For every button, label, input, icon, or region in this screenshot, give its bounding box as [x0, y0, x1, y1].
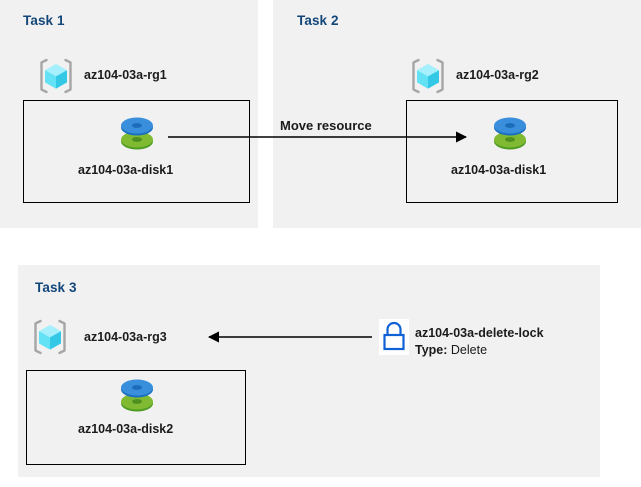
resource-group-icon	[37, 57, 75, 95]
resource-group-icon	[31, 318, 69, 356]
lock-icon	[379, 319, 409, 355]
delete-lock-type-key: Type:	[415, 343, 448, 357]
delete-lock-label: az104-03a-delete-lock	[415, 326, 544, 340]
delete-lock-type: Type: Delete	[415, 343, 487, 357]
task-2-title: Task 2	[297, 13, 339, 28]
task-2-resource-box	[406, 100, 618, 203]
task-3-resource-label: az104-03a-disk2	[78, 422, 174, 436]
move-resource-label: Move resource	[280, 118, 372, 133]
resource-group-icon	[409, 57, 447, 95]
task-3-title: Task 3	[35, 280, 77, 295]
task-1-resource-box	[23, 100, 250, 203]
delete-lock-type-value: Delete	[450, 343, 488, 357]
disk-icon	[117, 375, 157, 417]
task-2-resource-label: az104-03a-disk1	[451, 163, 547, 177]
disk-icon	[490, 113, 530, 155]
task-1-resource-group-label: az104-03a-rg1	[84, 68, 167, 82]
task-1-resource-label: az104-03a-disk1	[78, 163, 174, 177]
disk-icon	[117, 113, 157, 155]
task-1-title: Task 1	[23, 13, 65, 28]
task-2-resource-group-label: az104-03a-rg2	[456, 68, 539, 82]
task-3-resource-group-label: az104-03a-rg3	[84, 330, 167, 344]
